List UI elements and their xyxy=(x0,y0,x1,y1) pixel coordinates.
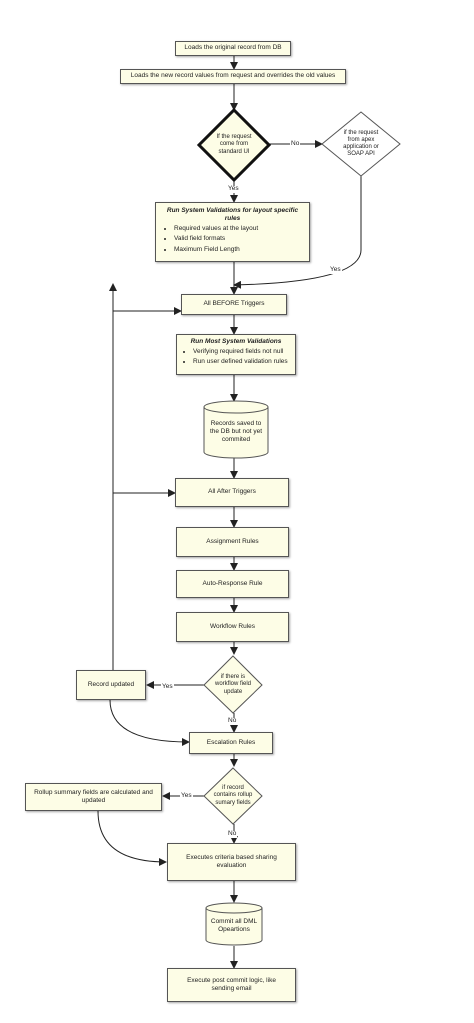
system-validations-list: Required values at the layout Valid fiel… xyxy=(164,225,301,253)
list-item: Valid field formats xyxy=(174,235,301,243)
edge-rollup-to-sharing xyxy=(97,810,167,866)
system-validations-title: Run System Validations for layout specif… xyxy=(166,207,299,223)
load-original-box: Loads the original record from DB xyxy=(175,41,291,56)
list-item: Maximum Field Length xyxy=(174,246,301,254)
decision-rollup-fields: if record contains rollup sumary fields xyxy=(213,785,253,806)
load-new-values-box: Loads the new record values from request… xyxy=(120,69,346,84)
edge-label-yes: Yes xyxy=(180,792,193,800)
edge-record-to-escalation xyxy=(109,699,190,746)
edge-label-no: No xyxy=(290,140,301,148)
decision-standard-ui-shape xyxy=(196,107,272,183)
decision-workflow-update-shape xyxy=(203,655,263,714)
most-validations-list: Verifying required fields not null Run u… xyxy=(183,348,289,366)
cylinder-saved-not-committed: Records saved to the DB but not yet comm… xyxy=(209,419,263,444)
after-triggers-box: All After Triggers xyxy=(175,478,289,507)
before-triggers-box: All BEFORE Triggers xyxy=(181,294,287,315)
record-updated-box: Record updated xyxy=(76,670,146,700)
cylinder-commit-dml: Commit all DML Opeartions xyxy=(210,917,258,933)
edge-label-no: No xyxy=(227,830,238,838)
edge-label-no: No xyxy=(227,717,238,725)
post-commit-box: Execute post commit logic, like sending … xyxy=(167,968,296,1002)
decision-rollup-shape xyxy=(203,767,263,825)
edge-label-yes: Yes xyxy=(329,266,342,274)
workflow-rules-box: Workflow Rules xyxy=(176,612,289,642)
decision-workflow-update: if there is workflow field update xyxy=(214,674,251,695)
escalation-rules-box: Escalation Rules xyxy=(189,732,273,754)
rollup-summary-box: Rollup summary fields are calculated and… xyxy=(25,783,162,811)
list-item: Required values at the layout xyxy=(174,225,301,233)
decision-standard-ui: If the request come from standard UI xyxy=(216,134,252,155)
assignment-rules-box: Assignment Rules xyxy=(176,527,289,557)
list-item: Run user defined validation rules xyxy=(193,358,289,366)
auto-response-rule-box: Auto-Response Rule xyxy=(176,570,289,598)
edge-label-yes: Yes xyxy=(227,185,240,193)
most-validations-box: Run Most System Validations Verifying re… xyxy=(176,334,296,375)
edge-label-yes: Yes xyxy=(161,683,174,691)
cylinder-commit-shape xyxy=(205,902,263,946)
sharing-evaluation-box: Executes criteria based sharing evaluati… xyxy=(167,843,296,881)
decision-apex-soap: if the request from apex application or … xyxy=(343,129,379,158)
system-validations-box: Run System Validations for layout specif… xyxy=(155,202,310,262)
cylinder-saved-shape xyxy=(203,400,269,459)
most-validations-title: Run Most System Validations xyxy=(190,338,282,345)
decision-apex-soap-shape xyxy=(321,111,401,177)
list-item: Verifying required fields not null xyxy=(193,348,289,356)
